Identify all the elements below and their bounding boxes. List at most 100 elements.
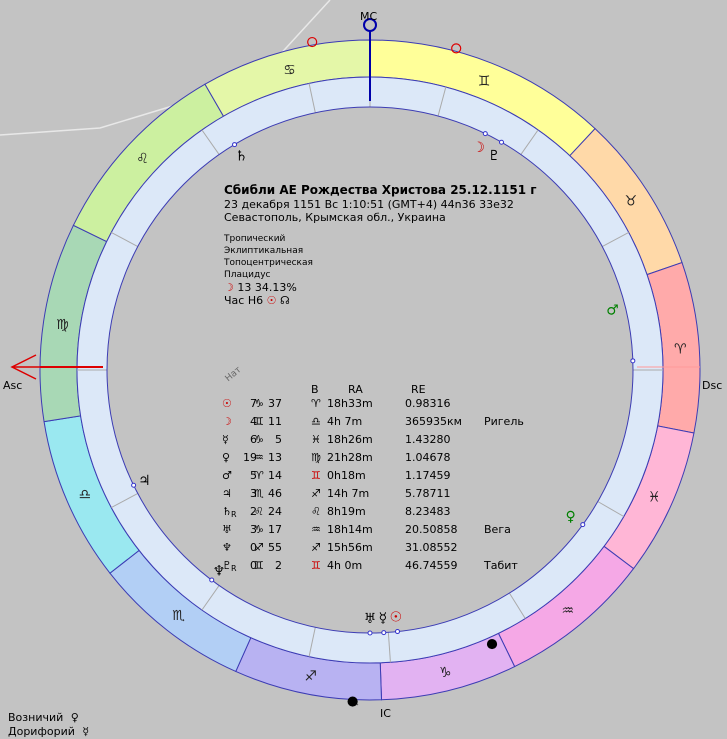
wheel-planet-icon: ♅ bbox=[364, 611, 377, 627]
dsc-label: Dsc bbox=[702, 379, 723, 392]
planet-icon: ☿ bbox=[222, 433, 229, 446]
planet-icon: ☉ bbox=[222, 397, 232, 410]
ic-label: IC bbox=[380, 707, 391, 720]
b-sign-icon: ♓ bbox=[311, 433, 321, 446]
ra-value: 4h 7m bbox=[327, 415, 363, 428]
minutes: 5 bbox=[275, 433, 282, 446]
ra-value: 18h26m bbox=[327, 433, 373, 446]
planet-mark bbox=[482, 131, 488, 137]
planet-mark bbox=[131, 482, 137, 488]
b-sign-icon: ♍ bbox=[311, 451, 321, 464]
wheel-planet-icon: ♄ bbox=[235, 149, 248, 165]
planet-icon: ♀ bbox=[222, 451, 231, 464]
planet-icon: ♃ bbox=[222, 487, 232, 500]
ra-value: 0h18m bbox=[327, 469, 366, 482]
minutes: 24 bbox=[268, 505, 282, 518]
ra-value: 18h14m bbox=[327, 523, 373, 536]
minutes: 46 bbox=[268, 487, 282, 500]
ra-value: 15h56m bbox=[327, 541, 373, 554]
planet-mark bbox=[232, 142, 238, 148]
chart-title: Сбибли АЕ Рождества Христова 25.12.1151 … bbox=[224, 183, 537, 197]
zodiac-sign-icon: ♋ bbox=[283, 63, 296, 79]
house-cusp bbox=[308, 627, 316, 657]
ra-value: 14h 7m bbox=[327, 487, 370, 500]
minutes: 55 bbox=[268, 541, 282, 554]
degree: 2 bbox=[250, 505, 257, 518]
b-sign-icon: ♐ bbox=[311, 487, 321, 500]
wheel-planet-icon: ☿ bbox=[379, 611, 388, 627]
point-marker bbox=[451, 43, 462, 54]
zodiac-sign-icon: ♓ bbox=[648, 489, 661, 505]
wheel-planet-icon: ♀ bbox=[566, 509, 576, 525]
b-sign-icon: ♒ bbox=[311, 523, 321, 536]
minutes: 2 bbox=[275, 559, 282, 572]
sun-icon: ☉ bbox=[266, 294, 277, 307]
planet-mark bbox=[580, 522, 586, 528]
star-row-capella: Возничий ♀ bbox=[8, 711, 79, 724]
degree: 6 bbox=[250, 433, 257, 446]
chart-date: 23 декабря 1151 Вс 1:10:51 (GMT+4) 44n36… bbox=[224, 198, 514, 211]
wheel-planets: ♄☽♇♂♀♅☿☉♆♃ bbox=[138, 140, 619, 627]
star-row-doryphoros: Дорифорий ☿ bbox=[8, 725, 90, 738]
ra-value: 8h19m bbox=[327, 505, 366, 518]
zodiac-sign-icon: ♒ bbox=[562, 603, 575, 619]
sign-icon: ♈ bbox=[254, 469, 264, 482]
house-cusp bbox=[111, 493, 139, 508]
zodiac-ring: ♊♉♈♓♒♑♐♏♎♍♌♋ bbox=[39, 39, 701, 701]
asc-arrow bbox=[10, 354, 40, 380]
node-icon: ☊ bbox=[279, 294, 290, 307]
zodiac-sign-icon: ♈ bbox=[674, 341, 687, 357]
degree: 5 bbox=[250, 469, 257, 482]
wheel-dots bbox=[131, 36, 636, 707]
ra-value: 18h33m bbox=[327, 397, 373, 410]
planet-icon: ♄ bbox=[222, 505, 232, 518]
wheel-planet-icon: ♃ bbox=[138, 473, 151, 489]
wheel-planet-icon: ♂ bbox=[606, 303, 619, 319]
house-cusp bbox=[520, 129, 539, 155]
sign-icon: ♊ bbox=[254, 559, 264, 572]
minutes: 13 bbox=[268, 451, 282, 464]
planet-mark bbox=[367, 630, 373, 636]
retrograde-mark: R bbox=[231, 564, 237, 573]
zodiac-sign-icon: ♏ bbox=[172, 608, 185, 624]
b-sign-icon: ♎ bbox=[311, 415, 321, 428]
point-marker bbox=[347, 696, 358, 707]
header-b: B bbox=[311, 383, 319, 396]
house-cusp bbox=[597, 501, 624, 517]
wheel-planet-icon: ♇ bbox=[488, 148, 501, 164]
re-value: 8.23483 bbox=[405, 505, 451, 518]
house-cusp bbox=[601, 232, 629, 247]
retrograde-mark: R bbox=[231, 510, 237, 519]
header-ra: RA bbox=[348, 383, 363, 396]
asc-label: Asc bbox=[3, 379, 23, 392]
planet-icon: ♆ bbox=[222, 541, 232, 554]
venus-icon: ♀ bbox=[70, 711, 79, 724]
re-value: 20.50858 bbox=[405, 523, 458, 536]
setting-zodiac: Тропический bbox=[224, 234, 286, 244]
sign-icon: ♏ bbox=[254, 487, 264, 500]
planet-mark bbox=[499, 139, 504, 145]
re-value: 1.43280 bbox=[405, 433, 451, 446]
sign-icon: ♑ bbox=[254, 523, 264, 536]
point-marker bbox=[486, 638, 498, 650]
house-cusp bbox=[387, 632, 391, 663]
zodiac-sign-icon: ♎ bbox=[79, 487, 92, 503]
planet-icon: ♇ bbox=[222, 559, 232, 572]
zodiac-sign-icon: ♌ bbox=[136, 151, 149, 167]
re-value: 46.74559 bbox=[405, 559, 458, 572]
star-name: Ригель bbox=[484, 415, 524, 428]
chart-info: Сбибли АЕ Рождества Христова 25.12.1151 … bbox=[224, 183, 537, 307]
planet-mark bbox=[630, 358, 636, 364]
sign-icon: ♊ bbox=[254, 415, 264, 428]
planetary-hour: Час Н6 ☉ ☊ bbox=[224, 294, 290, 307]
re-value: 5.78711 bbox=[405, 487, 451, 500]
mc-label: MC bbox=[360, 10, 378, 23]
house-cusp bbox=[201, 585, 220, 611]
